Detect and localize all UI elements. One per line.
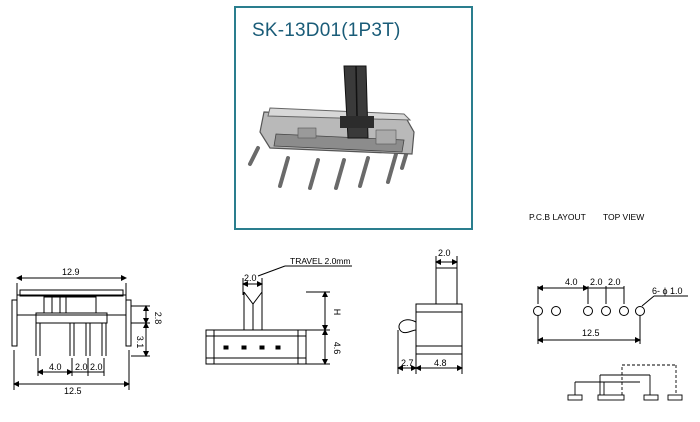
pcb-hole bbox=[601, 306, 611, 316]
front-pitch-c: 2.0 bbox=[90, 362, 103, 372]
front-pitch-b: 2.0 bbox=[75, 362, 88, 372]
front-body-height: 2.8 bbox=[153, 312, 163, 325]
pcb-layout bbox=[533, 285, 688, 344]
switch-photo bbox=[248, 65, 415, 190]
side-body-height: 4.6 bbox=[332, 342, 342, 355]
pcb-layout-label: P.C.B LAYOUT bbox=[529, 212, 586, 222]
end-body-depth: 4.8 bbox=[434, 358, 447, 368]
front-pitch-a: 4.0 bbox=[49, 362, 62, 372]
pcb-hole bbox=[551, 306, 561, 316]
end-actuator-width: 2.0 bbox=[438, 248, 451, 258]
pcb-span: 12.5 bbox=[582, 328, 600, 338]
pcb-hole bbox=[619, 306, 629, 316]
front-pin-span: 12.5 bbox=[64, 386, 82, 396]
top-view-label: TOP VIEW bbox=[603, 212, 645, 222]
pcb-hole bbox=[583, 306, 593, 316]
travel-label: TRAVEL 2.0mm bbox=[290, 256, 350, 266]
end-view bbox=[397, 256, 463, 374]
pcb-hole-spec: 6- ϕ 1.0 bbox=[652, 286, 683, 296]
pcb-hole bbox=[635, 306, 645, 316]
front-overall-width: 12.9 bbox=[62, 267, 80, 277]
pcb-pitch-a: 4.0 bbox=[565, 277, 578, 287]
product-photo-frame: SK-13D01(1P3T) bbox=[234, 6, 473, 230]
pcb-pitch-b: 2.0 bbox=[590, 277, 603, 287]
side-actuator-height: H bbox=[332, 309, 342, 316]
side-view bbox=[205, 265, 352, 365]
product-title: SK-13D01(1P3T) bbox=[252, 20, 401, 41]
pcb-hole bbox=[533, 306, 543, 316]
front-view bbox=[11, 275, 150, 390]
side-actuator-width: 2.0 bbox=[244, 273, 257, 283]
front-pin-length: 3.1 bbox=[135, 336, 145, 349]
pcb-pitch-c: 2.0 bbox=[608, 277, 621, 287]
photo-pins bbox=[248, 146, 410, 190]
circuit-schematic bbox=[567, 364, 683, 401]
end-offset: 2.7 bbox=[401, 358, 414, 368]
